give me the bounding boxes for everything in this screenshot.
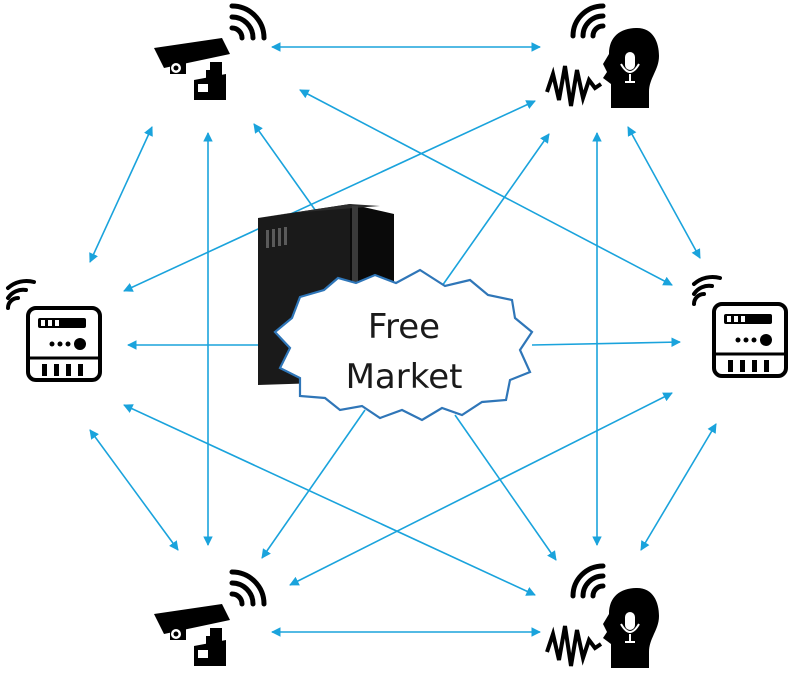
arrow-market-voice-bottom bbox=[454, 414, 557, 561]
voice-recognition-head-icon bbox=[545, 563, 659, 668]
arrow-camera-top-meter-left bbox=[89, 126, 153, 263]
arrow-meter-right-voice-bottom bbox=[640, 423, 717, 551]
smart-meter-icon bbox=[6, 278, 102, 382]
security-camera-icon bbox=[154, 569, 267, 666]
smart-meter-icon bbox=[692, 274, 788, 378]
voice-recognition-head-icon bbox=[545, 3, 659, 108]
security-camera-icon bbox=[154, 3, 267, 100]
arrow-meter-right-camera-bottom bbox=[289, 392, 673, 586]
arrow-meter-left-camera-bottom bbox=[89, 429, 179, 551]
center-label-line2: Market bbox=[346, 357, 463, 397]
arrow-meter-left-voice-bottom bbox=[123, 404, 536, 596]
arrow-voice-top-meter-left bbox=[123, 100, 536, 292]
arrows-group bbox=[89, 42, 717, 637]
arrow-market-camera-bottom bbox=[261, 409, 366, 559]
center-label-line1: Free bbox=[368, 307, 440, 347]
arrow-market-camera-top bbox=[253, 123, 319, 215]
arrow-market-meter-right bbox=[531, 337, 681, 347]
arrow-voice-top-meter-right bbox=[627, 126, 701, 259]
arrow-market-voice-top bbox=[441, 133, 550, 287]
free-market-cloud: Free Market bbox=[273, 268, 534, 422]
